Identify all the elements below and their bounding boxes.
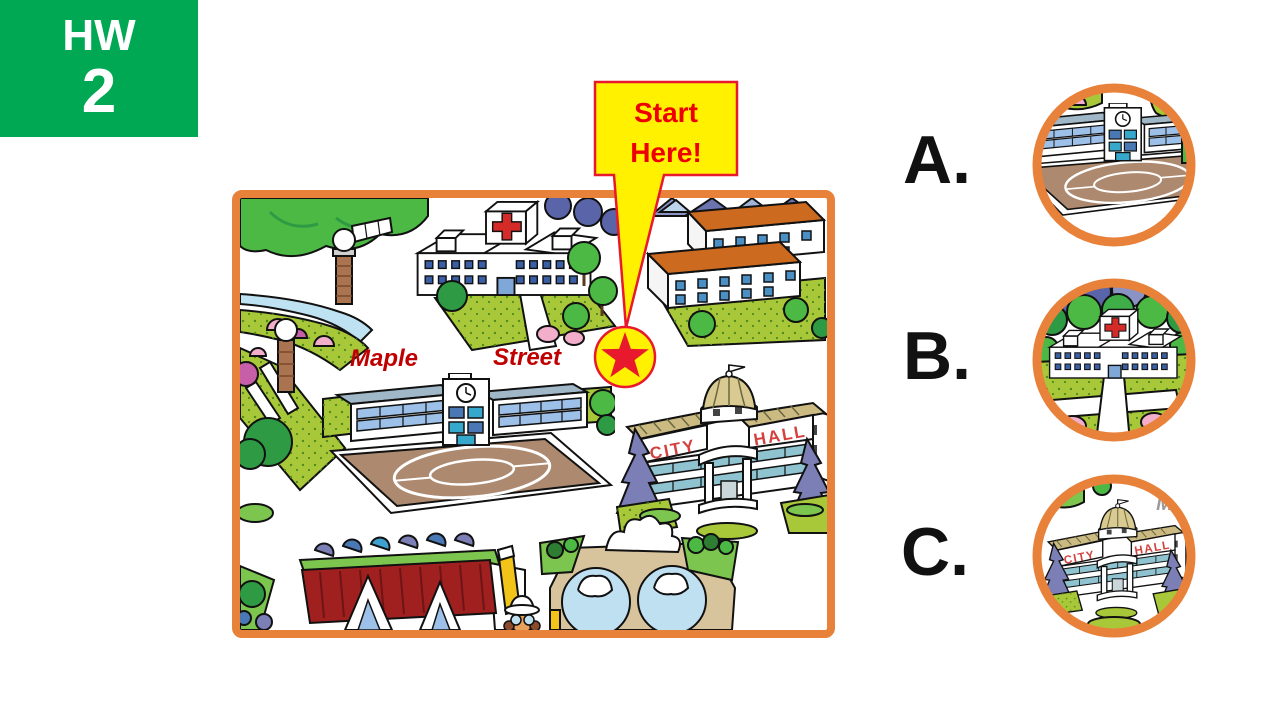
lamp-globe-icon [332,228,356,252]
apartment-building [645,240,803,311]
apartment-block [645,198,827,348]
homework-badge: HW 2 [0,0,198,137]
roof-ornament-icon [313,542,335,558]
bubble-text-line1: Start [634,97,698,128]
person-with-hat [503,594,541,630]
bush-icon [546,541,564,559]
star-icon [601,332,649,378]
option-ring [1032,83,1196,247]
town-map-illustration: Maple Street [240,198,827,630]
bush-icon [688,310,716,338]
pink-bush-icon [536,325,560,343]
tree-icon [567,241,601,275]
glasses-icon [510,614,522,626]
bubble-text-line2: Here! [630,137,702,168]
hedge-icon [786,503,824,517]
brick-lamp-post [335,255,353,305]
water-splash-icon [604,514,681,554]
homework-badge-label: HW [62,11,136,60]
red-roof-building [298,532,541,630]
option-c-label[interactable]: C. [901,514,969,590]
speech-bubble [593,80,739,329]
option-ring [1032,474,1196,638]
start-here-overlay: Start Here! [593,80,739,389]
magenta-bush-icon [240,361,259,387]
tree-icon [436,280,468,312]
star-marker [593,325,657,389]
hedge-icon [240,503,274,523]
hospital-block [416,198,628,352]
option-ring [1032,278,1196,442]
park-area [240,198,429,492]
lamp-globe-icon [274,318,298,342]
bush-icon [240,580,266,608]
brick-lamp-post [277,339,295,393]
fountain [538,514,740,630]
option-a-image-school[interactable] [1032,83,1196,247]
homework-badge-number: 2 [81,57,117,126]
option-c-image-city-hall[interactable]: Ma [1032,474,1196,638]
street-label-maple: Maple [350,345,418,372]
option-b-image-hospital[interactable] [1032,278,1196,442]
town-map: Maple Street [232,190,835,638]
street-label-street: Street [493,344,562,371]
corner-green [240,564,276,630]
water-icon [561,567,631,630]
option-b-label[interactable]: B. [903,318,971,394]
navy-tree-icon [544,198,572,220]
pink-bush-icon [312,335,336,347]
option-a-label[interactable]: A. [903,122,971,198]
river [240,292,374,344]
